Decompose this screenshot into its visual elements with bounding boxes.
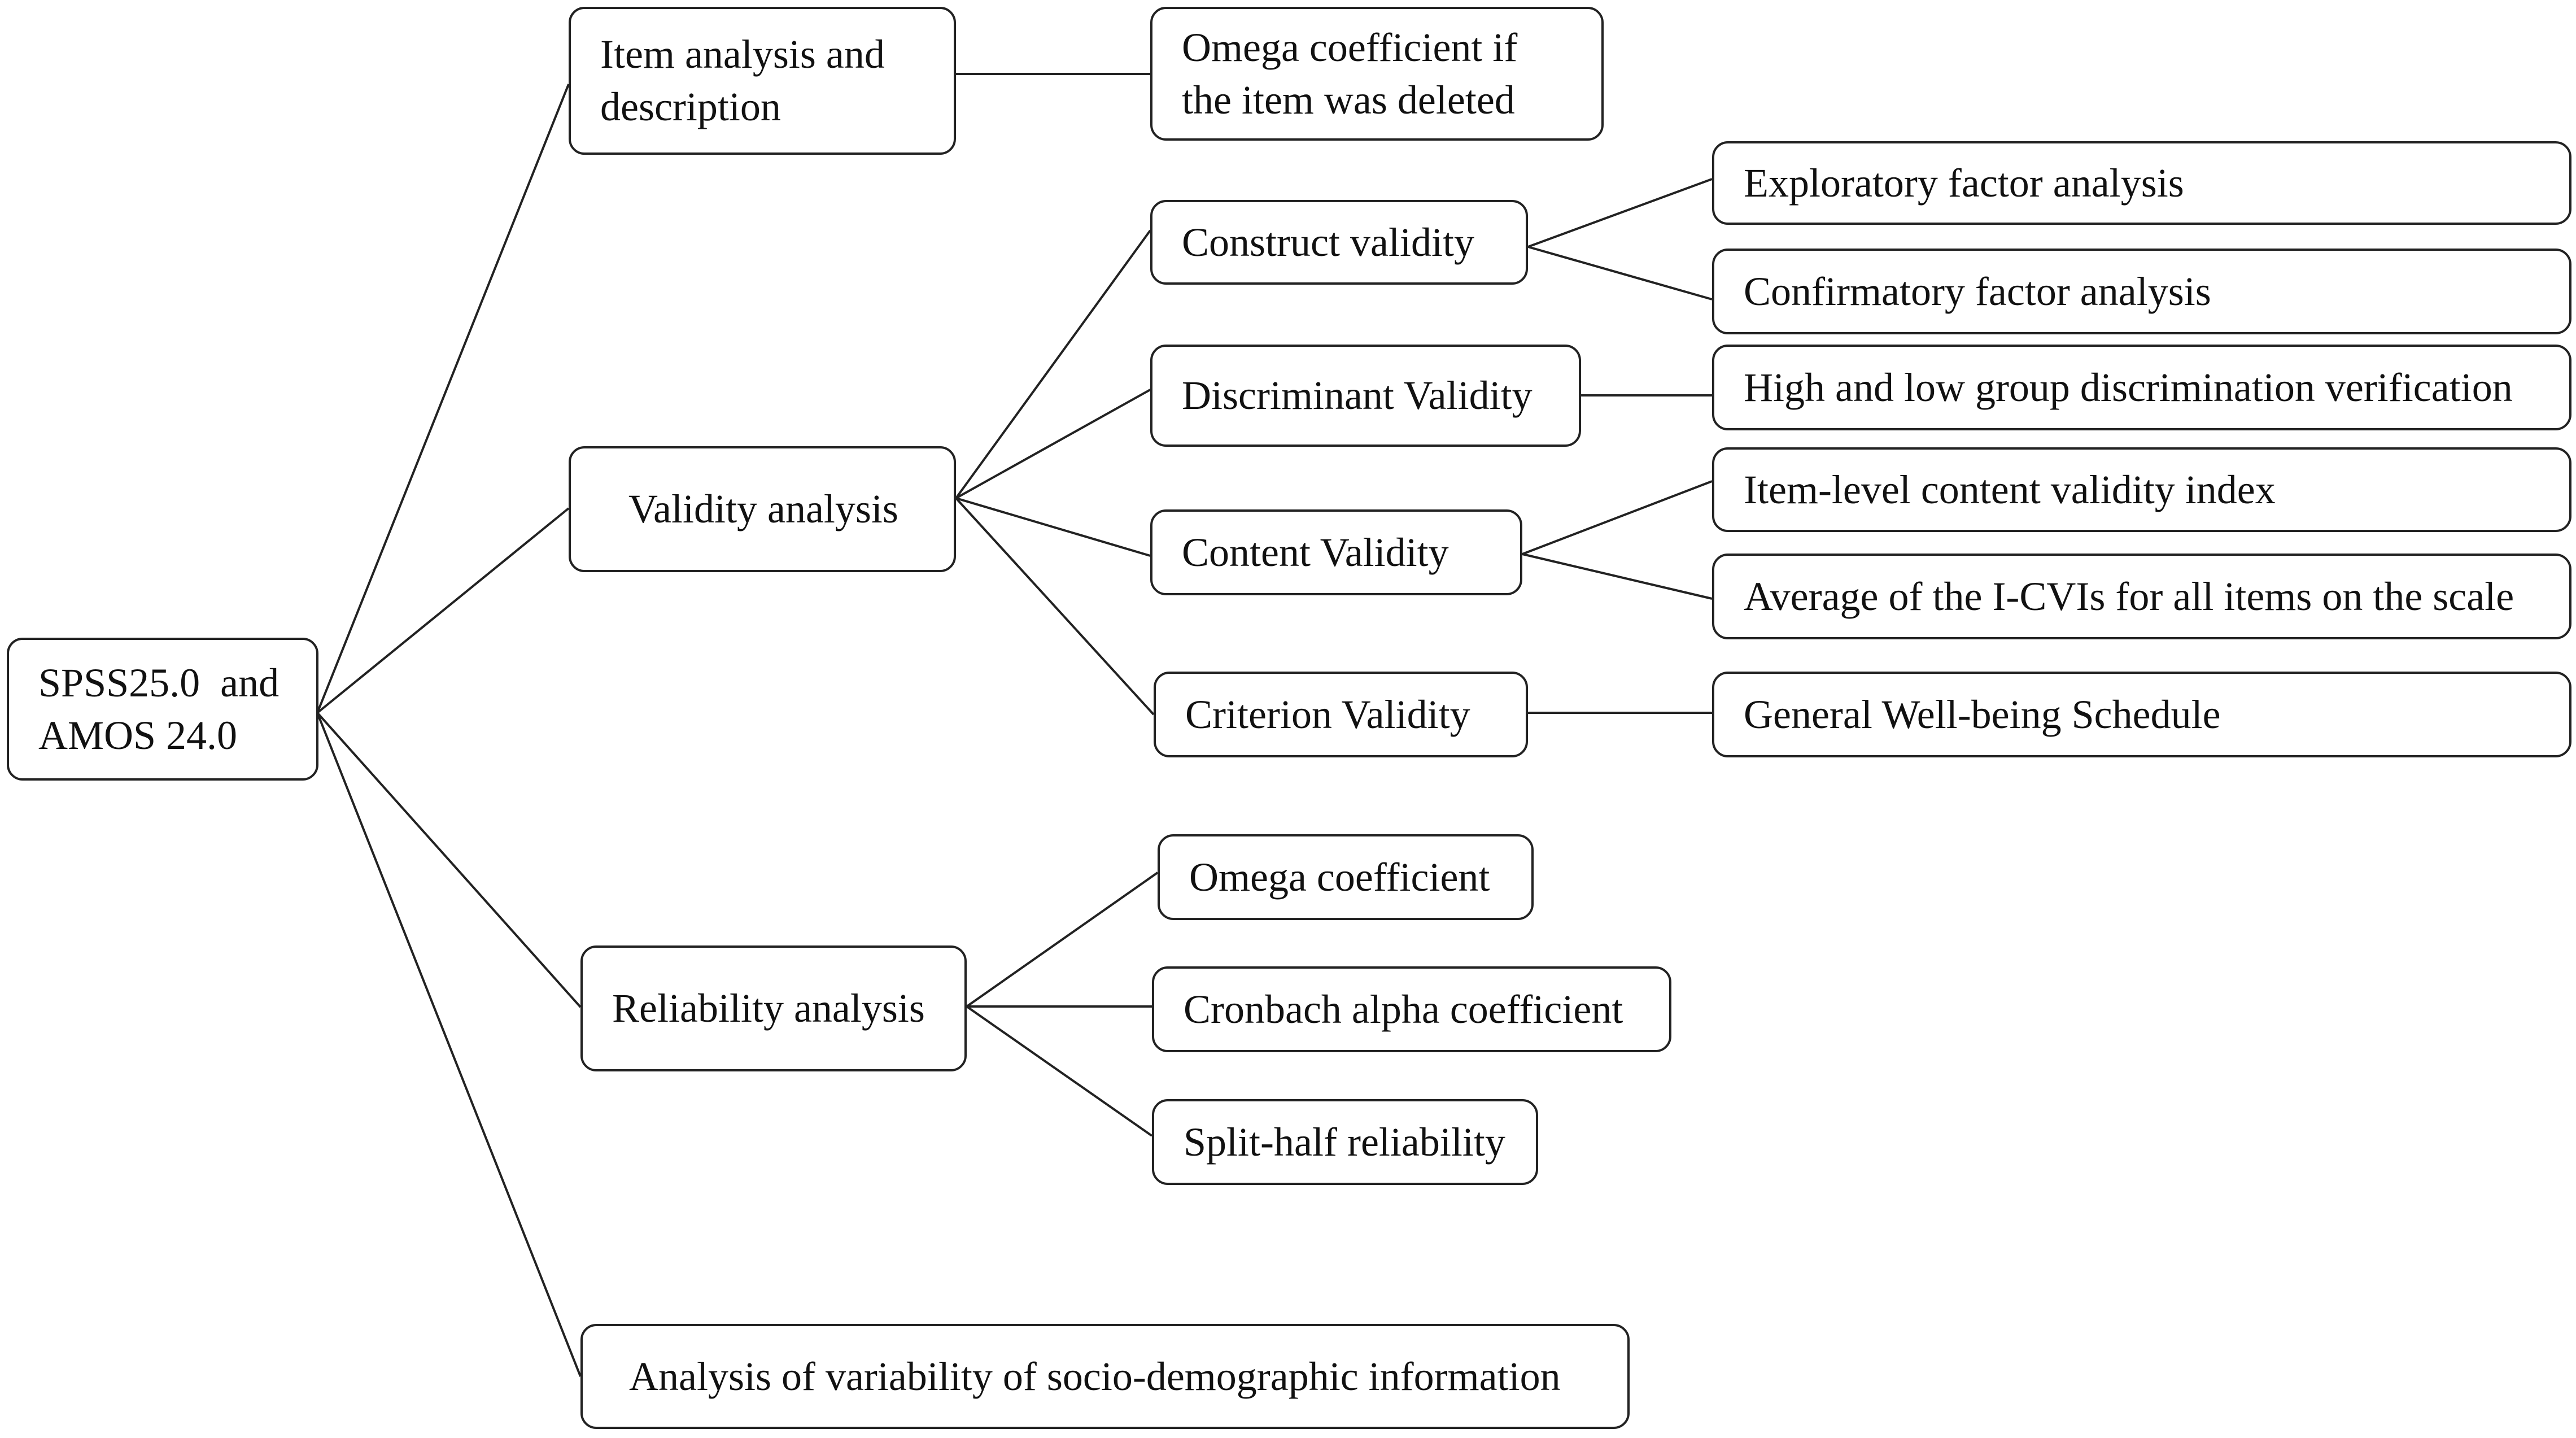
node-item-level-cvi-label: Item-level content validity index (1744, 467, 2276, 512)
node-item-analysis-line1: Item analysis and (600, 32, 885, 77)
node-average-icvi-label: Average of the I-CVIs for all items on t… (1744, 573, 2514, 619)
node-omega-coefficient-label: Omega coefficient (1189, 854, 1490, 900)
node-general-wellbeing: General Well-being Schedule (1712, 672, 2571, 757)
node-high-low-group: High and low group discrimination verifi… (1712, 345, 2571, 430)
node-validity-analysis: Validity analysis (569, 446, 956, 572)
node-high-low-group-label: High and low group discrimination verifi… (1744, 364, 2513, 410)
node-construct-validity: Construct validity (1150, 200, 1528, 285)
node-omega-if-deleted: Omega coefficient if the item was delete… (1150, 7, 1604, 141)
node-split-half-label: Split-half reliability (1184, 1119, 1505, 1165)
node-root-software: SPSS25.0 and AMOS 24.0 (7, 638, 318, 781)
edge-validity-content (955, 497, 1151, 557)
node-confirmatory-factor: Confirmatory factor analysis (1712, 249, 2571, 334)
node-discriminant-validity-label: Discriminant Validity (1182, 373, 1532, 418)
edge-reliability-omega (966, 871, 1159, 1008)
edge-root-variability (316, 712, 582, 1377)
edge-validity-criterion (955, 497, 1155, 716)
node-discriminant-validity: Discriminant Validity (1150, 345, 1581, 447)
edge-construct-exploratory (1527, 178, 1713, 248)
node-reliability-analysis: Reliability analysis (580, 945, 967, 1071)
node-cronbach-alpha: Cronbach alpha coefficient (1152, 966, 1671, 1052)
node-content-validity: Content Validity (1150, 509, 1522, 595)
edge-content-icvi (1522, 480, 1713, 555)
node-general-wellbeing-label: General Well-being Schedule (1744, 691, 2221, 737)
node-item-analysis-line2: description (600, 84, 781, 129)
node-exploratory-factor-label: Exploratory factor analysis (1744, 160, 2184, 206)
node-reliability-analysis-label: Reliability analysis (612, 986, 925, 1031)
node-validity-analysis-label: Validity analysis (628, 486, 898, 531)
node-root-line1: SPSS25.0 and (38, 660, 280, 705)
node-criterion-validity-label: Criterion Validity (1185, 691, 1470, 737)
node-content-validity-label: Content Validity (1182, 529, 1449, 575)
node-variability-analysis: Analysis of variability of socio-demogra… (580, 1324, 1630, 1429)
node-exploratory-factor: Exploratory factor analysis (1712, 141, 2571, 225)
node-root-line2: AMOS 24.0 (38, 712, 238, 758)
node-omega-if-deleted-line2: the item was deleted (1182, 77, 1515, 123)
edge-content-average (1522, 553, 1713, 600)
edge-validity-construct (955, 229, 1151, 499)
node-item-level-cvi: Item-level content validity index (1712, 447, 2571, 532)
edge-root-validity (316, 507, 570, 714)
node-variability-analysis-label: Analysis of variability of socio-demogra… (629, 1353, 1561, 1399)
node-omega-if-deleted-line1: Omega coefficient if (1182, 24, 1518, 70)
edge-construct-confirmatory (1527, 246, 1713, 300)
node-confirmatory-factor-label: Confirmatory factor analysis (1744, 268, 2211, 314)
node-omega-coefficient: Omega coefficient (1158, 834, 1534, 920)
node-cronbach-alpha-label: Cronbach alpha coefficient (1184, 986, 1623, 1032)
node-split-half: Split-half reliability (1152, 1099, 1538, 1185)
node-item-analysis: Item analysis and description (569, 7, 956, 155)
edge-reliability-split-half (966, 1005, 1153, 1137)
edge-root-reliability (316, 712, 582, 1008)
node-criterion-validity: Criterion Validity (1154, 672, 1528, 757)
edge-validity-discriminant (955, 389, 1151, 499)
node-construct-validity-label: Construct validity (1182, 219, 1474, 265)
edge-root-item-analysis (316, 84, 570, 713)
node-average-icvi: Average of the I-CVIs for all items on t… (1712, 554, 2571, 639)
